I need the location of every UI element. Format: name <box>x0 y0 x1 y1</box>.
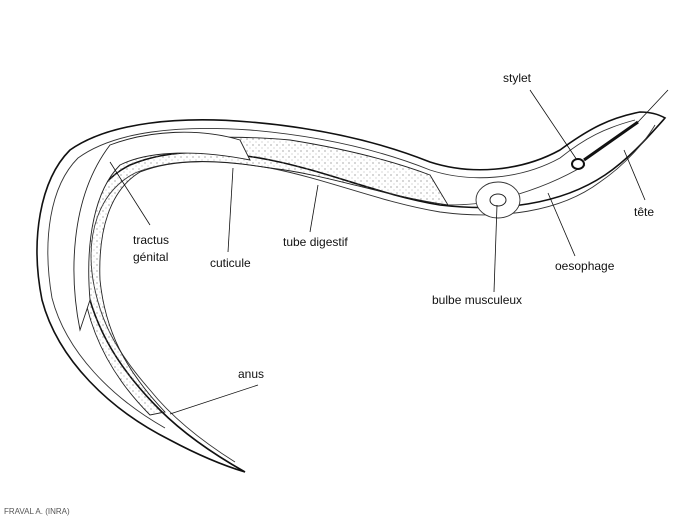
label-tractus: tractus <box>133 233 169 247</box>
digestive-tube <box>80 136 449 416</box>
label-oesophage: oesophage <box>555 259 615 273</box>
label-tete: tête <box>634 205 654 219</box>
label-cuticule: cuticule <box>210 256 251 270</box>
label-anus: anus <box>238 367 264 381</box>
credit: FRAVAL A. (INRA) <box>4 507 70 516</box>
label-genital: génital <box>133 250 168 264</box>
genital-tract <box>73 131 251 332</box>
label-tube-digestif: tube digestif <box>283 235 348 249</box>
leader-lines <box>109 89 669 415</box>
label-bulbe-musculeux: bulbe musculeux <box>432 293 522 307</box>
label-stylet: stylet <box>503 71 532 85</box>
stylet <box>583 120 639 162</box>
stylet-knob <box>571 158 585 170</box>
cuticle-inner <box>47 119 636 429</box>
